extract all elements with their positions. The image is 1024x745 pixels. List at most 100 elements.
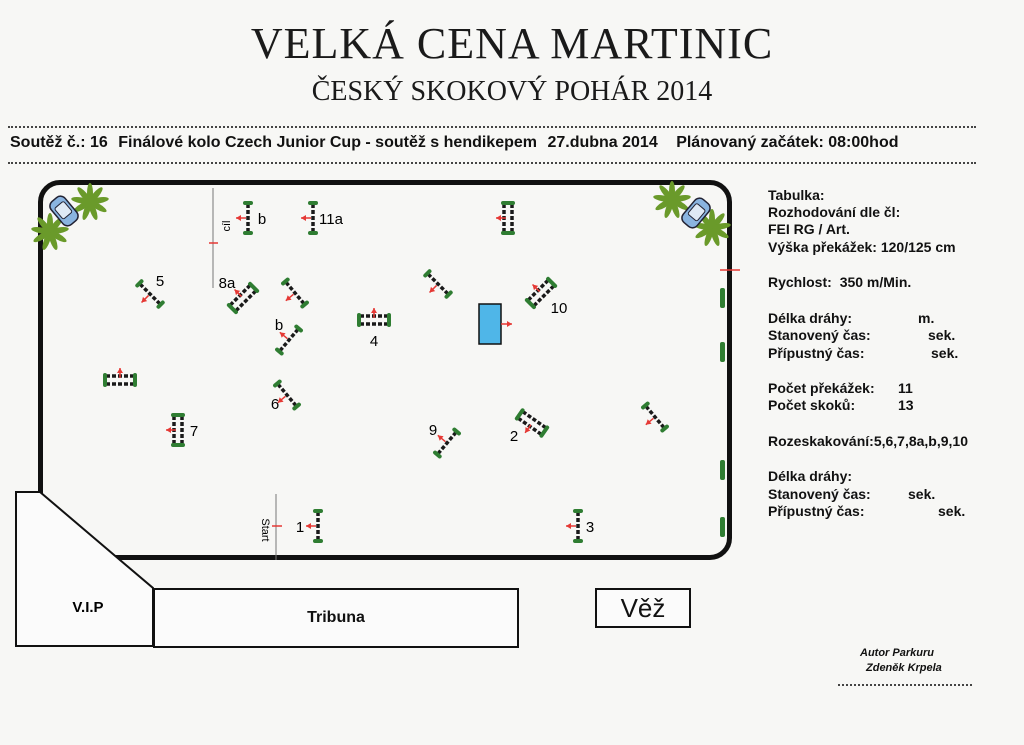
obstacles-row: Počet překážek: 11 — [768, 380, 913, 396]
wing — [357, 313, 361, 327]
round2-limit-unit: sek. — [938, 503, 966, 519]
pole — [532, 284, 555, 307]
wing — [573, 509, 583, 513]
jump-4 — [357, 308, 391, 327]
direction-arrowhead — [437, 435, 444, 441]
competition-number: Soutěž č.: 16 — [10, 134, 108, 151]
wing — [275, 347, 284, 356]
jump-label: 8a — [219, 275, 236, 292]
wing — [539, 425, 550, 438]
competition-date: 27.dubna 2014 — [547, 134, 658, 151]
round2-length-label: Délka dráhy: — [768, 468, 853, 484]
wing — [171, 413, 185, 417]
pole — [138, 282, 162, 306]
author-role: Autor Parkuru — [860, 647, 934, 659]
round1-limit-unit: sek. — [931, 345, 959, 361]
competition-info: Soutěž č.: 16 Finálové kolo Czech Junior… — [10, 134, 1010, 152]
palm-leaf — [42, 231, 52, 250]
palm-leaf — [659, 185, 674, 202]
round1-limit: Přípustný čas: sek. — [768, 345, 958, 361]
direction-arrowhead — [279, 332, 286, 338]
round1-time: Stanovený čas: sek. — [768, 327, 955, 343]
wing — [292, 402, 301, 411]
wing — [243, 231, 253, 235]
direction-arrowhead — [429, 286, 436, 293]
palm-leaf — [671, 198, 689, 211]
jump-label: b — [275, 317, 283, 334]
main-title: VELKÁ CENA MARTINIC — [250, 19, 774, 68]
speed-label: Rychlost: — [768, 274, 832, 290]
jump-17 — [103, 368, 137, 387]
jump-2 — [514, 408, 550, 438]
direction-arrowhead — [645, 419, 652, 425]
jumpoff-label: Rozeskakování:5,6,7,8a,b,9,10 — [768, 433, 968, 449]
wing — [641, 401, 650, 410]
hedge — [720, 288, 725, 308]
wing — [308, 201, 318, 205]
jumps-label: Počet skoků: — [768, 397, 856, 413]
round1-time-unit: sek. — [928, 327, 956, 343]
jump-16 — [423, 269, 453, 299]
palm-leaf — [670, 185, 685, 202]
pole — [278, 328, 300, 352]
grandstand: Tribuna — [153, 588, 519, 648]
wing — [103, 373, 107, 387]
round2-limit: Přípustný čas: sek. — [768, 503, 965, 519]
direction-arrowhead — [301, 215, 306, 221]
car-icon — [681, 197, 711, 229]
jump-label: b — [258, 211, 266, 228]
jump-14 — [496, 201, 515, 235]
wing — [313, 539, 323, 543]
pole — [284, 281, 306, 305]
pole — [644, 405, 666, 429]
palm-leaf — [37, 217, 52, 234]
round1-length-label: Délka dráhy: — [768, 310, 853, 326]
direction-arrowhead — [234, 289, 241, 296]
wing — [171, 443, 185, 447]
obstacles-value: 11 — [898, 380, 913, 396]
jump-label: 6 — [271, 396, 279, 413]
wing — [313, 509, 323, 513]
wing — [135, 279, 144, 288]
round1-time-label: Stanovený čas: — [768, 327, 871, 343]
hedge — [720, 517, 725, 537]
height-value: 120/125 cm — [880, 239, 956, 255]
height-row: Výška překážek: 120/125 cm — [768, 239, 956, 255]
speed-row: Rychlost: 350 m/Min. — [768, 274, 911, 290]
jump-label: 11a — [319, 211, 344, 228]
wing — [423, 269, 432, 278]
palm-icon — [31, 213, 69, 250]
direction-arrowhead — [141, 296, 148, 303]
car-icon — [49, 195, 79, 227]
jump-19 — [478, 303, 512, 345]
wing — [248, 281, 260, 293]
palm-leaf — [48, 217, 63, 234]
wing — [501, 231, 515, 235]
direction-arrowhead — [306, 523, 311, 529]
palm-leaf — [664, 199, 674, 218]
jump-label: 9 — [429, 422, 437, 439]
wing — [294, 324, 303, 333]
divider-top — [8, 126, 976, 128]
wing — [433, 450, 442, 459]
palm-leaf — [88, 187, 103, 204]
wing — [660, 424, 669, 433]
palm-leaf — [77, 187, 92, 204]
palm-leaf — [710, 213, 725, 230]
hedge — [720, 342, 725, 362]
round1-length-unit: m. — [918, 310, 935, 326]
direction-arrowhead — [507, 321, 512, 327]
palm-icon — [71, 183, 109, 220]
jump-9 — [275, 324, 303, 356]
jump-label: 2 — [510, 428, 518, 445]
car-window — [54, 201, 73, 220]
car-window — [687, 203, 706, 222]
jump-10 — [433, 427, 461, 459]
competition-start: Plánovaný začátek: 08:00hod — [676, 134, 899, 151]
jump-label: 10 — [551, 300, 568, 317]
wing — [444, 290, 453, 299]
jump-label: 7 — [190, 423, 198, 440]
grandstand-label: Tribuna — [307, 609, 365, 626]
jump-label: 1 — [296, 519, 304, 536]
